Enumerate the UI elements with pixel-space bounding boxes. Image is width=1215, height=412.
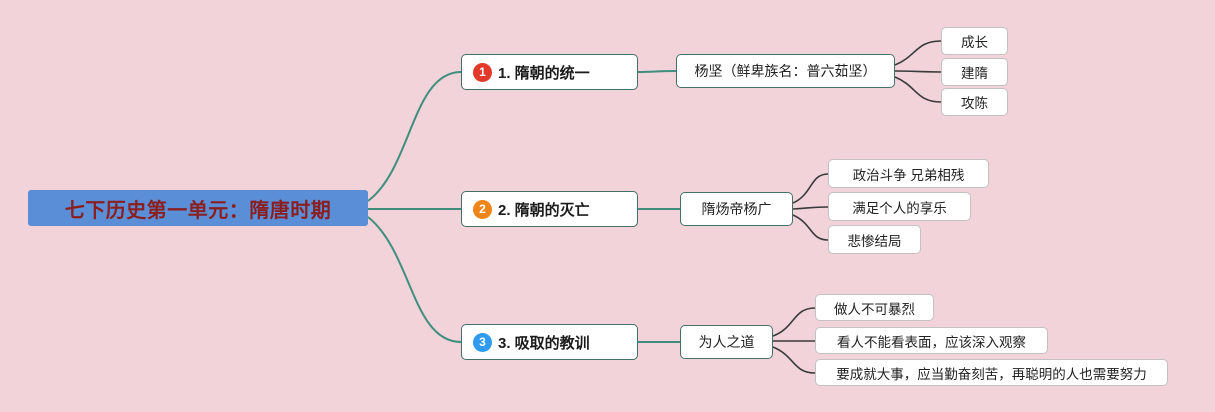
subtopic-2-label: 隋炀帝杨广 <box>701 201 772 217</box>
leaf-node-personal-pleasure[interactable]: 满足个人的享乐 <box>828 192 971 221</box>
priority-3-badge: 3 <box>473 332 492 352</box>
leaf-node-no-violence[interactable]: 做人不可暴烈 <box>815 294 934 321</box>
leaf-label: 成长 <box>961 35 988 50</box>
branch-3-label: 3. 吸取的教训 <box>498 334 590 352</box>
leaf-label: 看人不能看表面，应该深入观察 <box>837 334 1026 350</box>
connector-root-to-branch1 <box>367 71 462 202</box>
leaf-label: 政治斗争 兄弟相残 <box>852 167 965 183</box>
leaf-node-political-struggle[interactable]: 政治斗争 兄弟相残 <box>828 159 989 188</box>
root-label: 七下历史第一单元：隋唐时期 <box>64 199 332 222</box>
branch-node-3[interactable]: 3 3. 吸取的教训 <box>461 324 638 360</box>
subtopic-3-label: 为人之道 <box>698 334 755 350</box>
connector-sub3-to-leaf1 <box>772 307 816 337</box>
branch-node-1[interactable]: 1 1. 隋朝的统一 <box>461 54 638 90</box>
leaf-label: 做人不可暴烈 <box>834 301 915 317</box>
branch-2-label: 2. 隋朝的灭亡 <box>498 201 590 219</box>
leaf-label: 攻陈 <box>961 96 988 111</box>
leaf-node-tragic-end[interactable]: 悲惨结局 <box>828 225 921 254</box>
root-node[interactable]: 七下历史第一单元：隋唐时期 <box>28 190 368 226</box>
connector-sub1-to-leaf2 <box>894 70 942 73</box>
leaf-node-observe-deeply[interactable]: 看人不能看表面，应该深入观察 <box>815 327 1048 354</box>
subtopic-node-yangguang[interactable]: 隋炀帝杨广 <box>680 192 793 226</box>
connector-sub1-to-leaf3 <box>894 76 942 103</box>
priority-1-badge: 1 <box>473 62 492 82</box>
subtopic-1-label: 杨坚（鲜卑族名：普六茹坚） <box>694 63 877 79</box>
branch-1-label: 1. 隋朝的统一 <box>498 64 590 82</box>
connector-sub2-to-leaf3 <box>792 214 829 241</box>
connector-branch1-to-sub <box>637 70 677 73</box>
subtopic-node-yangjian[interactable]: 杨坚（鲜卑族名：普六茹坚） <box>676 54 895 88</box>
leaf-node-growth[interactable]: 成长 <box>941 27 1008 55</box>
leaf-node-work-hard[interactable]: 要成就大事，应当勤奋刻苦，再聪明的人也需要努力 <box>815 359 1168 386</box>
leaf-label: 要成就大事，应当勤奋刻苦，再聪明的人也需要努力 <box>836 366 1147 382</box>
leaf-node-attack-chen[interactable]: 攻陈 <box>941 88 1008 116</box>
leaf-label: 悲惨结局 <box>847 233 902 249</box>
leaf-label: 建隋 <box>961 66 988 81</box>
subtopic-node-conduct[interactable]: 为人之道 <box>680 325 773 359</box>
branch-node-2[interactable]: 2 2. 隋朝的灭亡 <box>461 191 638 227</box>
connector-root-to-branch3 <box>367 216 462 343</box>
leaf-label: 满足个人的享乐 <box>852 200 947 216</box>
connector-sub2-to-leaf2 <box>792 206 829 210</box>
connector-sub3-to-leaf3 <box>772 346 816 374</box>
connector-sub2-to-leaf1 <box>792 173 829 204</box>
priority-2-badge: 2 <box>473 199 492 219</box>
leaf-node-found-sui[interactable]: 建隋 <box>941 58 1008 86</box>
connector-sub1-to-leaf1 <box>894 40 942 66</box>
